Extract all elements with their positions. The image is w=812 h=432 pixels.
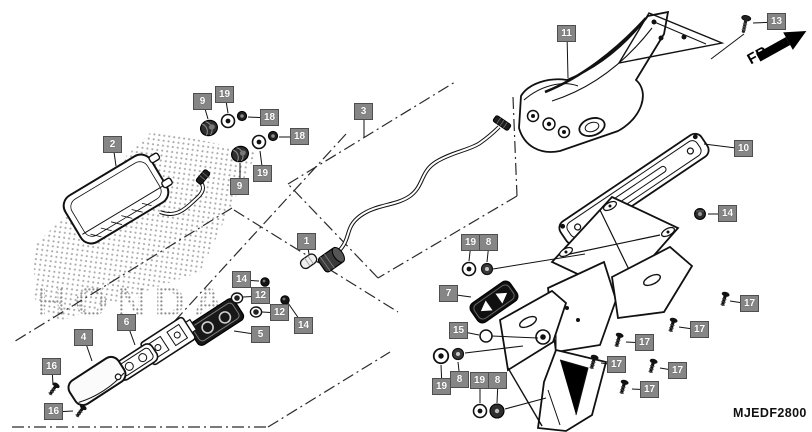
part-label-17: 17: [668, 362, 687, 379]
part-label-19: 19: [432, 378, 451, 395]
part-label-8: 8: [479, 234, 498, 251]
reflector-drawing: [469, 280, 519, 324]
license-light-housing-drawing: [187, 298, 245, 346]
part-label-13: 13: [767, 13, 786, 30]
rear-fender-stay-drawing: [499, 195, 694, 432]
part-label-1: 1: [297, 233, 316, 250]
part-label-12: 12: [251, 287, 270, 304]
part-label-3: 3: [354, 103, 373, 120]
taillight-drawing: [62, 152, 211, 245]
part-label-19: 19: [253, 165, 272, 182]
part-label-17: 17: [640, 381, 659, 398]
part-label-2: 2: [103, 136, 122, 153]
part-label-5: 5: [251, 326, 270, 343]
part-label-17: 17: [635, 334, 654, 351]
part-label-4: 4: [74, 329, 93, 346]
nut-14-drawing: [694, 208, 706, 220]
part-label-9: 9: [193, 93, 212, 110]
part-label-6: 6: [117, 314, 136, 331]
part-label-11: 11: [557, 25, 576, 42]
part-label-14: 14: [294, 317, 313, 334]
part-label-16: 16: [42, 358, 61, 375]
bulb-socket-drawing: [299, 246, 345, 273]
part-label-9: 9: [230, 178, 249, 195]
part-label-17: 17: [607, 356, 626, 373]
part-label-14: 14: [232, 271, 251, 288]
part-label-19: 19: [215, 86, 234, 103]
collar-15-drawing: [479, 329, 493, 343]
part-label-12: 12: [270, 304, 289, 321]
fender-washer-collar-sets: [432, 261, 505, 419]
part-label-8: 8: [488, 372, 507, 389]
wire-harness-drawing: [336, 115, 512, 254]
rear-cowl-drawing: [518, 10, 725, 153]
bolt-13-drawing: [710, 15, 752, 60]
part-label-17: 17: [690, 321, 709, 338]
part-label-8: 8: [450, 371, 469, 388]
part-label-19: 19: [470, 372, 489, 389]
part-label-14: 14: [718, 205, 737, 222]
fr-direction-arrow: [756, 30, 807, 62]
aux-leader-lines: [464, 253, 586, 410]
part-label-19: 19: [461, 234, 480, 251]
diagram-code: MJEDF2800: [733, 406, 807, 420]
part-label-10: 10: [734, 140, 753, 157]
part-label-17: 17: [740, 295, 759, 312]
part-label-15: 15: [449, 322, 468, 339]
part-label-18: 18: [290, 128, 309, 145]
part-label-7: 7: [439, 285, 458, 302]
part-label-16: 16: [44, 403, 63, 420]
part-label-18: 18: [260, 109, 279, 126]
license-light-cover-drawing: [67, 355, 127, 407]
